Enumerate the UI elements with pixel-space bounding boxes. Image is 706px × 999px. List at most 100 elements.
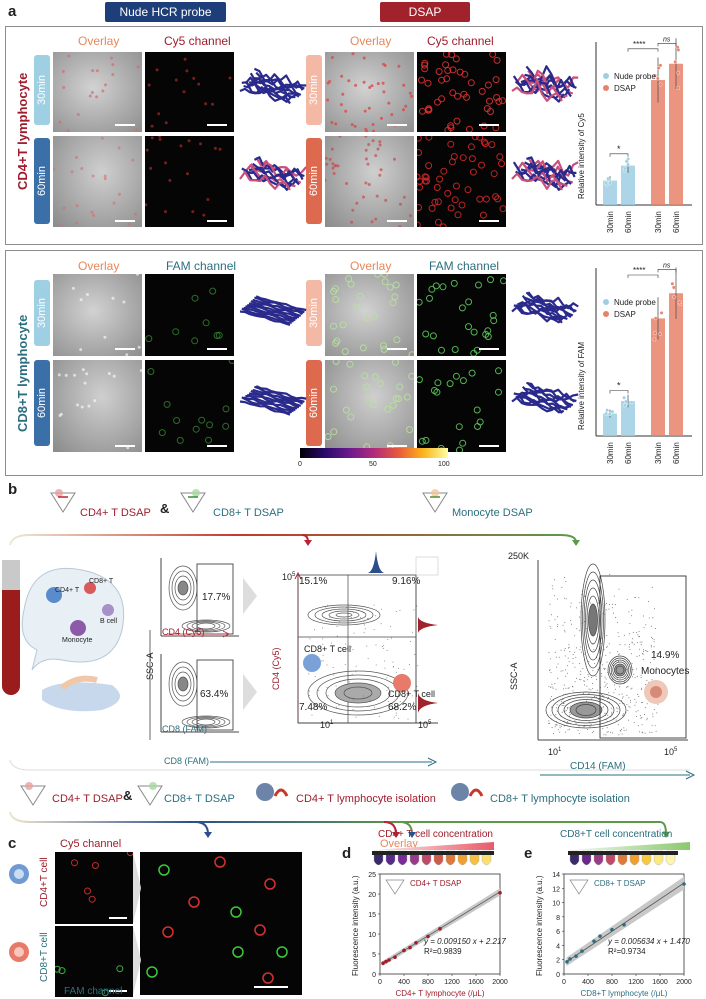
- scatter-point: [402, 948, 406, 953]
- cell-spot: [183, 57, 187, 61]
- cell-spot: [112, 374, 116, 378]
- cell-spot: [447, 140, 455, 148]
- scatter-ylabel: Fluorescence intensity (a.u.): [351, 875, 360, 976]
- mono-xtick-2: 105: [664, 747, 678, 757]
- cell-spot: [125, 353, 129, 356]
- gate2-xlabel: CD8 (FAM): [162, 724, 207, 734]
- cell-spot: [146, 966, 158, 978]
- legend-marker: [603, 299, 609, 305]
- cell-spot: [424, 79, 432, 87]
- c-fam-label: FAM channel: [64, 986, 123, 997]
- cell-spot: [158, 136, 162, 138]
- cell-spot: [493, 94, 501, 101]
- cell-spot: [367, 143, 371, 146]
- y-tick-label: 12: [552, 886, 560, 893]
- contour-line: [177, 580, 189, 596]
- cell-spot: [228, 76, 232, 80]
- cell-spot: [164, 161, 167, 165]
- cell-spot: [222, 422, 230, 430]
- cell-spot: [192, 425, 200, 433]
- cell-spot: [147, 368, 155, 375]
- time-label-30-dsap: 30min: [306, 55, 322, 125]
- cell-spot: [339, 103, 343, 107]
- scatter-point: [387, 958, 391, 962]
- ampersand: &: [160, 501, 170, 516]
- cell-spot: [492, 76, 500, 84]
- cell-spot: [164, 121, 168, 125]
- cell-spot: [417, 221, 421, 227]
- surface-strip: [241, 307, 292, 324]
- cell-spot: [150, 124, 154, 128]
- cell-spot: [486, 97, 493, 105]
- quadrant-plot: [294, 551, 439, 724]
- bar-tick-label: 30min: [654, 442, 663, 464]
- c-cd4-micrograph: [55, 852, 133, 924]
- cell-spot: [206, 421, 214, 429]
- cell-spot: [116, 965, 124, 973]
- colorbar-min: 0: [298, 461, 302, 468]
- scatter-point: [610, 927, 614, 932]
- legend-marker: [603, 85, 609, 91]
- legend-label: Nude probe: [614, 72, 656, 81]
- cell-spot: [460, 90, 468, 98]
- cell-spot: [61, 70, 65, 73]
- cell-spot: [191, 210, 195, 214]
- bar-tick-label: 30min: [606, 211, 615, 233]
- cell-spot: [452, 372, 460, 380]
- cell-spot: [145, 203, 148, 207]
- time-label-60: 60min: [34, 138, 50, 224]
- cell-spot: [330, 322, 337, 330]
- cell-spot: [83, 381, 87, 385]
- micrograph-cy5-60-dsap: [417, 136, 506, 227]
- cell-spot: [451, 196, 459, 204]
- cell-spot: [467, 143, 475, 151]
- cell-spot: [162, 926, 174, 938]
- cell-spot: [85, 372, 89, 376]
- y-tick-label: 0: [372, 972, 376, 979]
- cell-spot: [101, 989, 109, 997]
- contour-line: [174, 671, 192, 697]
- y-tick-label: 20: [368, 892, 376, 899]
- cell-spot: [331, 166, 335, 170]
- isolation-cd8: CD8+ T lymphocyte isolation: [490, 793, 630, 805]
- cell-spot: [80, 405, 84, 409]
- cell-spot: [336, 164, 340, 168]
- cell-spot: [482, 195, 490, 203]
- cell-spot: [418, 437, 426, 445]
- gate1-xlabel: CD4 (Cy5): [162, 627, 205, 637]
- cell-spot: [222, 405, 230, 413]
- cell-spot: [453, 117, 461, 125]
- cell-spot: [87, 404, 91, 408]
- cell-spot: [262, 972, 274, 984]
- cell-spot: [459, 377, 467, 385]
- cell-spot: [408, 372, 414, 380]
- quad-cd8-label-2: CD8+ T cell: [388, 689, 435, 699]
- cell-spot: [480, 122, 488, 130]
- d-strip-title: CD4+ T cell concentration: [378, 829, 493, 840]
- cell-label-monocyte: Monocyte: [62, 637, 93, 644]
- cell-spot: [213, 332, 221, 339]
- cell-spot: [455, 423, 463, 431]
- cell-spot: [131, 158, 135, 162]
- fam-title-dsap: FAM channel: [429, 259, 500, 273]
- cell-spot: [341, 348, 349, 355]
- cell-spot: [218, 147, 222, 151]
- cell-spot: [330, 147, 334, 151]
- probe-label-cd4: CD4+ T DSAP: [80, 507, 151, 519]
- cell-spot: [186, 172, 189, 176]
- surface-strip: [254, 385, 305, 403]
- cell-spot: [381, 81, 385, 85]
- cell-spot: [447, 204, 455, 212]
- probe-icon-cd8-bottom: [137, 782, 163, 806]
- cell-spot: [484, 327, 492, 335]
- cell-spot: [164, 210, 167, 214]
- cell-spot: [434, 98, 441, 106]
- cell-spot: [355, 201, 359, 205]
- cell-spot: [84, 887, 91, 895]
- cell-spot: [391, 293, 399, 301]
- cell-spot: [421, 173, 429, 181]
- cell-spot: [389, 299, 397, 307]
- cell-spot: [182, 90, 186, 94]
